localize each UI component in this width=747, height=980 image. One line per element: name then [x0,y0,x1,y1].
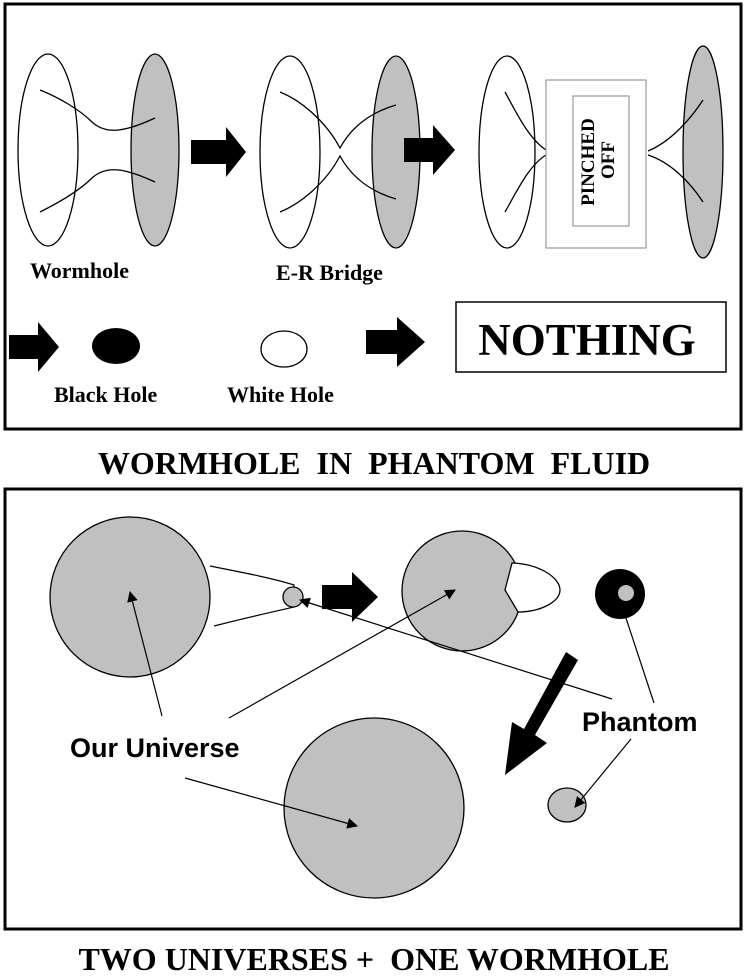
wormhole-label: Wormhole [30,258,129,283]
arrow-right-2 [404,125,455,175]
universe-with-wormhole-figure [49,516,304,678]
white-hole-label: White Hole [227,382,334,407]
pinched-off-inner-box [572,95,630,227]
wormhole-figure [17,53,180,247]
arrow-right-1 [191,127,246,177]
black-hole-icon [92,328,140,364]
arrow-right-3 [9,322,59,372]
er-bridge-figure [259,55,421,249]
black-hole-label: Black Hole [54,382,158,407]
top-panel-caption: WORMHOLE IN PHANTOM FLUID [98,445,650,481]
nothing-label: NOTHING [478,315,696,365]
bottom-panel-frame [3,487,743,931]
pointer-lines [127,589,655,829]
our-universe-label: Our Universe [70,733,240,763]
arrow-right-4 [366,317,425,367]
phantom-label: Phantom [582,707,698,737]
er-bridge-label: E-R Bridge [276,260,383,285]
phantom-black-ball [595,569,645,619]
universe-with-gap-figure [401,530,561,652]
pinched-label-line2: OFF [598,141,619,179]
arrow-diagonal [505,652,578,775]
phantom-small-ellipse [547,787,587,823]
pinched-label-line1: PINCHED [578,118,599,206]
bottom-panel-caption: TWO UNIVERSES + ONE WORMHOLE [78,941,669,977]
pinched-wormhole-figure [478,45,724,259]
lower-universe-circle [283,717,465,899]
white-hole-icon [260,330,308,368]
top-panel-frame [3,2,743,431]
nothing-box [455,301,727,373]
arrow-right-5 [322,572,378,622]
